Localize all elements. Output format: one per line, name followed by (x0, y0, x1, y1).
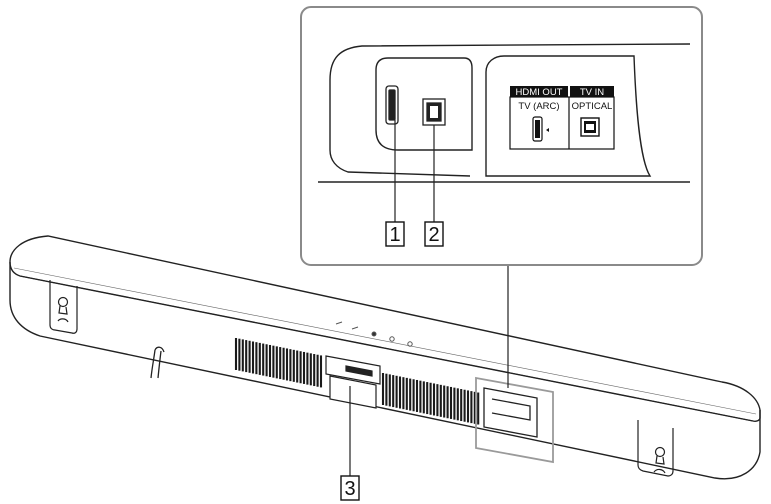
optical-label: OPTICAL (572, 101, 613, 112)
right-keyhole-icon (654, 446, 666, 458)
tv-in-heading: TV IN (580, 87, 604, 98)
left-wall-mount-recess (49, 280, 78, 334)
right-vent-grille (381, 373, 480, 425)
rear-connector-highlight (483, 387, 538, 438)
arc-arrow-icon (546, 128, 549, 132)
hdmi-tv-arc-label: TV (ARC) (518, 101, 559, 112)
callout-3: 3 (340, 475, 360, 501)
soundbar (9, 235, 761, 480)
power-cord (150, 346, 165, 379)
top-touch-buttons (335, 321, 413, 347)
bottom-label-area (325, 355, 381, 409)
svg-text:1: 1 (389, 224, 400, 246)
optical-in-port (422, 98, 446, 126)
hdmi-out-heading: HDMI OUT (516, 87, 563, 98)
hdmi-out-port (385, 85, 399, 125)
svg-text:2: 2 (428, 224, 439, 246)
right-wall-mount-recess (637, 420, 674, 477)
detail-inset-frame-small (475, 376, 554, 464)
svg-text:3: 3 (344, 478, 355, 500)
callout-2: 2 (424, 221, 444, 247)
rear-panel-closeup (318, 43, 691, 183)
callout-1: 1 (385, 221, 405, 247)
callout-leaders (349, 120, 435, 476)
detail-inset-frame (300, 6, 703, 266)
connector-label-panel (509, 86, 615, 150)
left-keyhole-icon (57, 296, 69, 308)
left-vent-grille (234, 338, 323, 388)
